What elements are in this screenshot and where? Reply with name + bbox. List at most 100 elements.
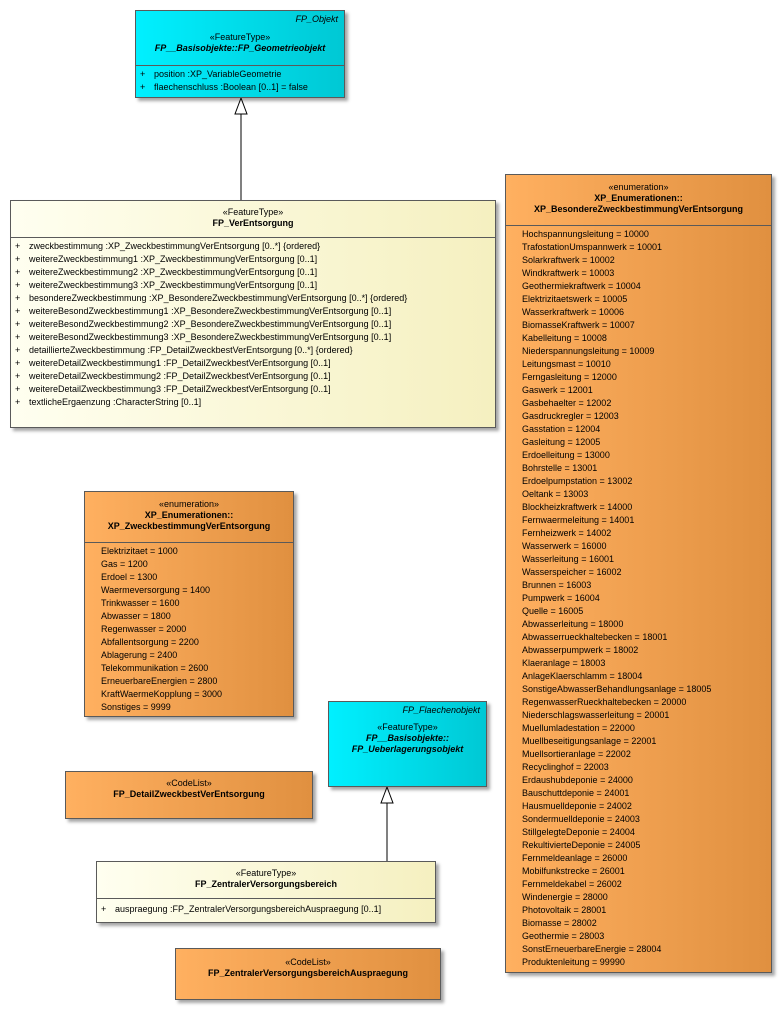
- enum-literal: Wasserspeicher = 16002: [522, 567, 622, 577]
- enum-literal: Oeltank = 13003: [522, 489, 589, 499]
- enum-literal: Trinkwasser = 1600: [101, 598, 180, 608]
- enum-literal: Gasbehaelter = 12002: [522, 398, 612, 408]
- stereotype-label: «FeatureType»: [377, 722, 438, 732]
- enum-literal: Elektrizitaetswerk = 10005: [522, 294, 628, 304]
- enum-literal: Hausmuelldeponie = 24002: [522, 801, 632, 811]
- enum-literal: Hochspannungsleitung = 10000: [522, 229, 649, 239]
- enum-literal: Gasstation = 12004: [522, 424, 601, 434]
- package-name: XP_Enumerationen::: [144, 510, 234, 520]
- attribute-row: +weitereZweckbestimmung3 :XP_Zweckbestim…: [15, 280, 318, 290]
- enum-literal: RekultivierteDeponie = 24005: [522, 840, 641, 850]
- enum-literal: Quelle = 16005: [522, 606, 584, 616]
- attribute-row: +zweckbestimmung :XP_ZweckbestimmungVerE…: [15, 241, 321, 251]
- generalization-arrowhead-geometrieobjekt: [234, 96, 248, 115]
- enum-literal: Biomasse = 28002: [522, 918, 597, 928]
- codelist-fp-detailzweckbestverentsorgung[interactable]: «CodeList» FP_DetailZweckbestVerEntsorgu…: [65, 771, 313, 819]
- enum-literal: Erdaushubdeponie = 24000: [522, 775, 633, 785]
- stereotype-label: «enumeration»: [158, 499, 220, 509]
- enum-literal: Recyclinghof = 22003: [522, 762, 609, 772]
- enum-literal: AnlageKlaerschlamm = 18004: [522, 671, 643, 681]
- enum-literal: Erdoelpumpstation = 13002: [522, 476, 633, 486]
- enum-literal: Muellsortieranlage = 22002: [522, 749, 631, 759]
- enum-literal: BiomasseKraftwerk = 10007: [522, 320, 635, 330]
- attribute-list: +auspraegung :FP_ZentralerVersorgungsber…: [97, 903, 435, 916]
- enum-literal: Blockheizkraftwerk = 14000: [522, 502, 633, 512]
- enum-literal: Muellbeseitigungsanlage = 22001: [522, 736, 657, 746]
- enum-literal: RegenwasserRueckhaltebecken = 20000: [522, 697, 687, 707]
- enum-literal: Waermeversorgung = 1400: [101, 585, 210, 595]
- enum-literal: Solarkraftwerk = 10002: [522, 255, 615, 265]
- class-name: FP_Ueberlagerungsobjekt: [351, 744, 464, 754]
- attribute-row: +flaechenschluss :Boolean [0..1] = false: [140, 82, 308, 92]
- class-name: FP_ZentralerVersorgungsbereich: [194, 879, 338, 889]
- attribute-list: +position :XP_VariableGeometrie +flaeche…: [136, 68, 344, 94]
- compartment-separator: [506, 225, 771, 226]
- enum-literal: Fernheizwerk = 14002: [522, 528, 612, 538]
- attribute-row: +weitereBesondZweckbestimmung2 :XP_Beson…: [15, 319, 392, 329]
- compartment-separator: [97, 898, 435, 899]
- enum-literal: Gaswerk = 12001: [522, 385, 593, 395]
- attribute-row: +detaillierteZweckbestimmung :FP_DetailZ…: [15, 345, 353, 355]
- enum-literal: Fernwaermeleitung = 14001: [522, 515, 635, 525]
- enum-literal: Ablagerung = 2400: [101, 650, 178, 660]
- enum-literal: Abfallentsorgung = 2200: [101, 637, 199, 647]
- compartment-separator: [11, 237, 495, 238]
- enum-literal: Regenwasser = 2000: [101, 624, 187, 634]
- enum-literal: SonstigeAbwasserBehandlungsanlage = 1800…: [522, 684, 712, 694]
- class-name: FP__Basisobjekte::FP_Geometrieobjekt: [154, 43, 326, 53]
- class-name: FP_DetailZweckbestVerEntsorgung: [113, 789, 265, 799]
- compartment-separator: [136, 65, 344, 66]
- enum-literal: Erdoel = 1300: [101, 572, 158, 582]
- stereotype-label: «FeatureType»: [222, 207, 284, 217]
- enum-literal: Gasdruckregler = 12003: [522, 411, 619, 421]
- enum-literal: Fernmeldekabel = 26002: [522, 879, 622, 889]
- parent-package-tag: FP_Flaechenobjekt: [402, 705, 480, 715]
- enum-literal: Geothermie = 28003: [522, 931, 605, 941]
- stereotype-label: «FeatureType»: [209, 32, 271, 42]
- enum-literal: Niederschlagswasserleitung = 20001: [522, 710, 670, 720]
- enum-literal: Klaeranlage = 18003: [522, 658, 606, 668]
- enum-literal: Elektrizitaet = 1000: [101, 546, 178, 556]
- enum-xp-besonderezweckbestimmungverentsorgung[interactable]: «enumeration» XP_Enumerationen:: XP_Beso…: [505, 174, 772, 973]
- attribute-row: +weitereBesondZweckbestimmung1 :XP_Beson…: [15, 306, 392, 316]
- attribute-row: +besondereZweckbestimmung :XP_BesondereZ…: [15, 293, 408, 303]
- enum-name: XP_ZweckbestimmungVerEntsorgung: [107, 521, 271, 531]
- enum-xp-zweckbestimmungverentsorgung[interactable]: «enumeration» XP_Enumerationen:: XP_Zwec…: [84, 491, 294, 717]
- stereotype-label: «FeatureType»: [235, 868, 297, 878]
- enum-literal: TrafostationUmspannwerk = 10001: [522, 242, 662, 252]
- enum-literal: Brunnen = 16003: [522, 580, 592, 590]
- attribute-row: +position :XP_VariableGeometrie: [140, 69, 282, 79]
- enum-literal: Abwasserleitung = 18000: [522, 619, 624, 629]
- class-fp-geometrieobjekt[interactable]: FP_Objekt «FeatureType» FP__Basisobjekte…: [135, 10, 345, 98]
- enum-literal: Abwasserpumpwerk = 18002: [522, 645, 639, 655]
- class-fp-zentralerversorgungsbereich[interactable]: «FeatureType» FP_ZentralerVersorgungsber…: [96, 861, 436, 923]
- enum-literal: Bauschuttdeponie = 24001: [522, 788, 630, 798]
- enum-literal: Bohrstelle = 13001: [522, 463, 598, 473]
- enum-literal: Abwasser = 1800: [101, 611, 171, 621]
- enum-literal: Sonstiges = 9999: [101, 702, 171, 712]
- stereotype-label: «enumeration»: [608, 182, 669, 192]
- generalization-arrowhead-ueberlagerungsobjekt: [380, 785, 394, 804]
- enum-literal: Wasserleitung = 16001: [522, 554, 614, 564]
- enum-literal: Fernmeldeanlage = 26000: [522, 853, 628, 863]
- class-fp-ueberlagerungsobjekt[interactable]: FP_Flaechenobjekt «FeatureType» FP__Basi…: [328, 701, 487, 787]
- enum-literal: Wasserwerk = 16000: [522, 541, 607, 551]
- enum-literal: Produktenleitung = 99990: [522, 957, 625, 967]
- attribute-row: +weitereDetailZweckbestimmung2 :FP_Detai…: [15, 371, 331, 381]
- enum-literal: Erdoelleitung = 13000: [522, 450, 610, 460]
- enum-literal: Mobilfunkstrecke = 26001: [522, 866, 625, 876]
- class-fp-verentsorgung[interactable]: «FeatureType» FP_VerEntsorgung +zweckbes…: [10, 200, 496, 428]
- package-name: XP_Enumerationen::: [594, 193, 683, 203]
- stereotype-label: «CodeList»: [285, 957, 331, 967]
- attribute-row: +weitereBesondZweckbestimmung3 :XP_Beson…: [15, 332, 392, 342]
- package-name: FP__Basisobjekte::: [365, 733, 450, 743]
- attribute-row: +weitereDetailZweckbestimmung1 :FP_Detai…: [15, 358, 331, 368]
- attribute-row: +weitereZweckbestimmung1 :XP_Zweckbestim…: [15, 254, 318, 264]
- enum-literal: Gasleitung = 12005: [522, 437, 601, 447]
- codelist-fp-zentralerversorgungsbereichauspraegung[interactable]: «CodeList» FP_ZentralerVersorgungsbereic…: [175, 948, 441, 1000]
- class-name: FP_VerEntsorgung: [212, 218, 294, 228]
- enum-literal: Pumpwerk = 16004: [522, 593, 600, 603]
